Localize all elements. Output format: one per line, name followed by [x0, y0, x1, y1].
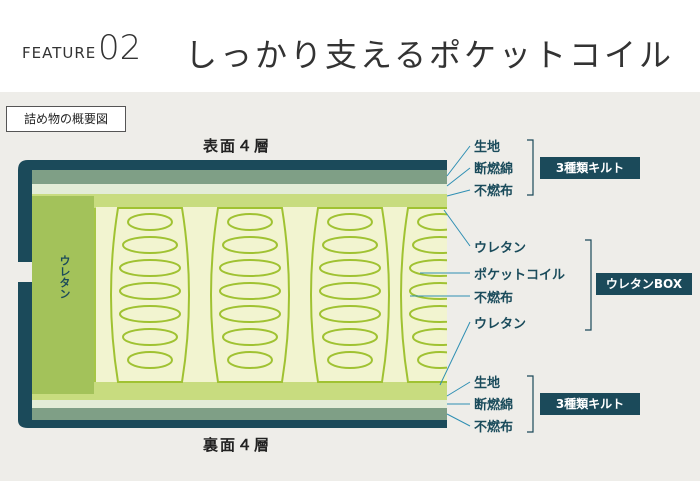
leader-line: [439, 321, 471, 386]
coil-area: [96, 207, 447, 382]
bottom-layers-title: 裏面４層: [203, 436, 272, 454]
bottom-quilt-badge: 3種類キルト: [540, 393, 640, 415]
layer-batting-bottom: [32, 400, 447, 408]
label-urethane-1: ウレタン: [474, 241, 527, 256]
label-urethane-2: ウレタン: [474, 317, 527, 332]
brackets: [527, 139, 592, 433]
coil-turn: [319, 305, 381, 323]
pocket-coils: [110, 207, 447, 383]
coil-turn: [319, 282, 381, 300]
coil-turn: [327, 351, 373, 369]
bracket-bottom: [527, 375, 534, 433]
leader-line: [446, 413, 471, 427]
label-batting-top: 断燃綿: [474, 162, 514, 177]
top-quilt-badge: 3種類キルト: [540, 157, 640, 179]
label-fabric-bottom: 生地: [474, 376, 501, 391]
coil-pocket: [400, 207, 447, 383]
bracket-top: [527, 139, 534, 196]
coil-turn: [219, 282, 281, 300]
coil-turn: [219, 305, 281, 323]
feature-number: 02: [98, 28, 142, 68]
coil-turn: [409, 259, 447, 277]
coil-turn: [119, 305, 181, 323]
coil-pocket: [310, 207, 390, 383]
coil-turn: [122, 236, 178, 254]
layer-fabric-top: [32, 170, 447, 184]
header: FEATURE 02 しっかり支えるポケットコイル: [0, 0, 700, 92]
label-nonwoven-bottom: 不燃布: [474, 420, 514, 435]
page-title: しっかり支えるポケットコイル: [185, 36, 675, 74]
label-batting-bottom: 断燃綿: [474, 398, 514, 413]
legend-box: 詰め物の概要図: [6, 106, 126, 132]
label-nonwoven-mid: 不燃布: [474, 291, 514, 306]
side-urethane-label: ウレタン: [58, 255, 71, 299]
coil-turn: [122, 328, 178, 346]
leader-line: [446, 381, 471, 397]
feature-label: FEATURE: [22, 44, 97, 62]
coil-turn: [322, 236, 378, 254]
coil-turn: [127, 351, 173, 369]
label-nonwoven-top: 不燃布: [474, 184, 514, 199]
urethane-bottom-band: [94, 382, 447, 394]
urethane-top-band: [94, 196, 447, 208]
leader-line: [446, 145, 471, 177]
coil-turn: [119, 282, 181, 300]
layer-fabric-bottom: [32, 408, 447, 420]
coil-turn: [412, 328, 447, 346]
coil-turn: [222, 328, 278, 346]
coil-pocket: [110, 207, 190, 383]
coil-turn: [319, 259, 381, 277]
coil-turn: [227, 351, 273, 369]
layer-batting-top: [32, 184, 447, 194]
coil-turn: [127, 213, 173, 231]
coil-turn: [322, 328, 378, 346]
coil-turn: [227, 213, 273, 231]
coil-turn: [412, 236, 447, 254]
leader-line: [446, 189, 471, 197]
coil-turn: [119, 259, 181, 277]
coil-turn: [409, 305, 447, 323]
coil-turn: [409, 282, 447, 300]
coil-turn: [219, 259, 281, 277]
top-layers-title: 表面４層: [203, 137, 272, 155]
leader-line: [446, 167, 471, 187]
coil-pocket: [210, 207, 290, 383]
coil-turn: [327, 213, 373, 231]
layer-nonwoven-bottom: [32, 394, 447, 400]
leader-line: [443, 209, 471, 247]
leader-lines: [410, 145, 471, 427]
label-pocket-coil: ポケットコイル: [474, 268, 566, 283]
label-fabric-top: 生地: [474, 140, 501, 155]
bracket-mid: [585, 239, 592, 331]
urethane-box-badge: ウレタンBOX: [596, 273, 692, 295]
coil-turn: [417, 351, 447, 369]
coil-turn: [417, 213, 447, 231]
coil-turn: [222, 236, 278, 254]
urethane-left: [32, 196, 94, 394]
